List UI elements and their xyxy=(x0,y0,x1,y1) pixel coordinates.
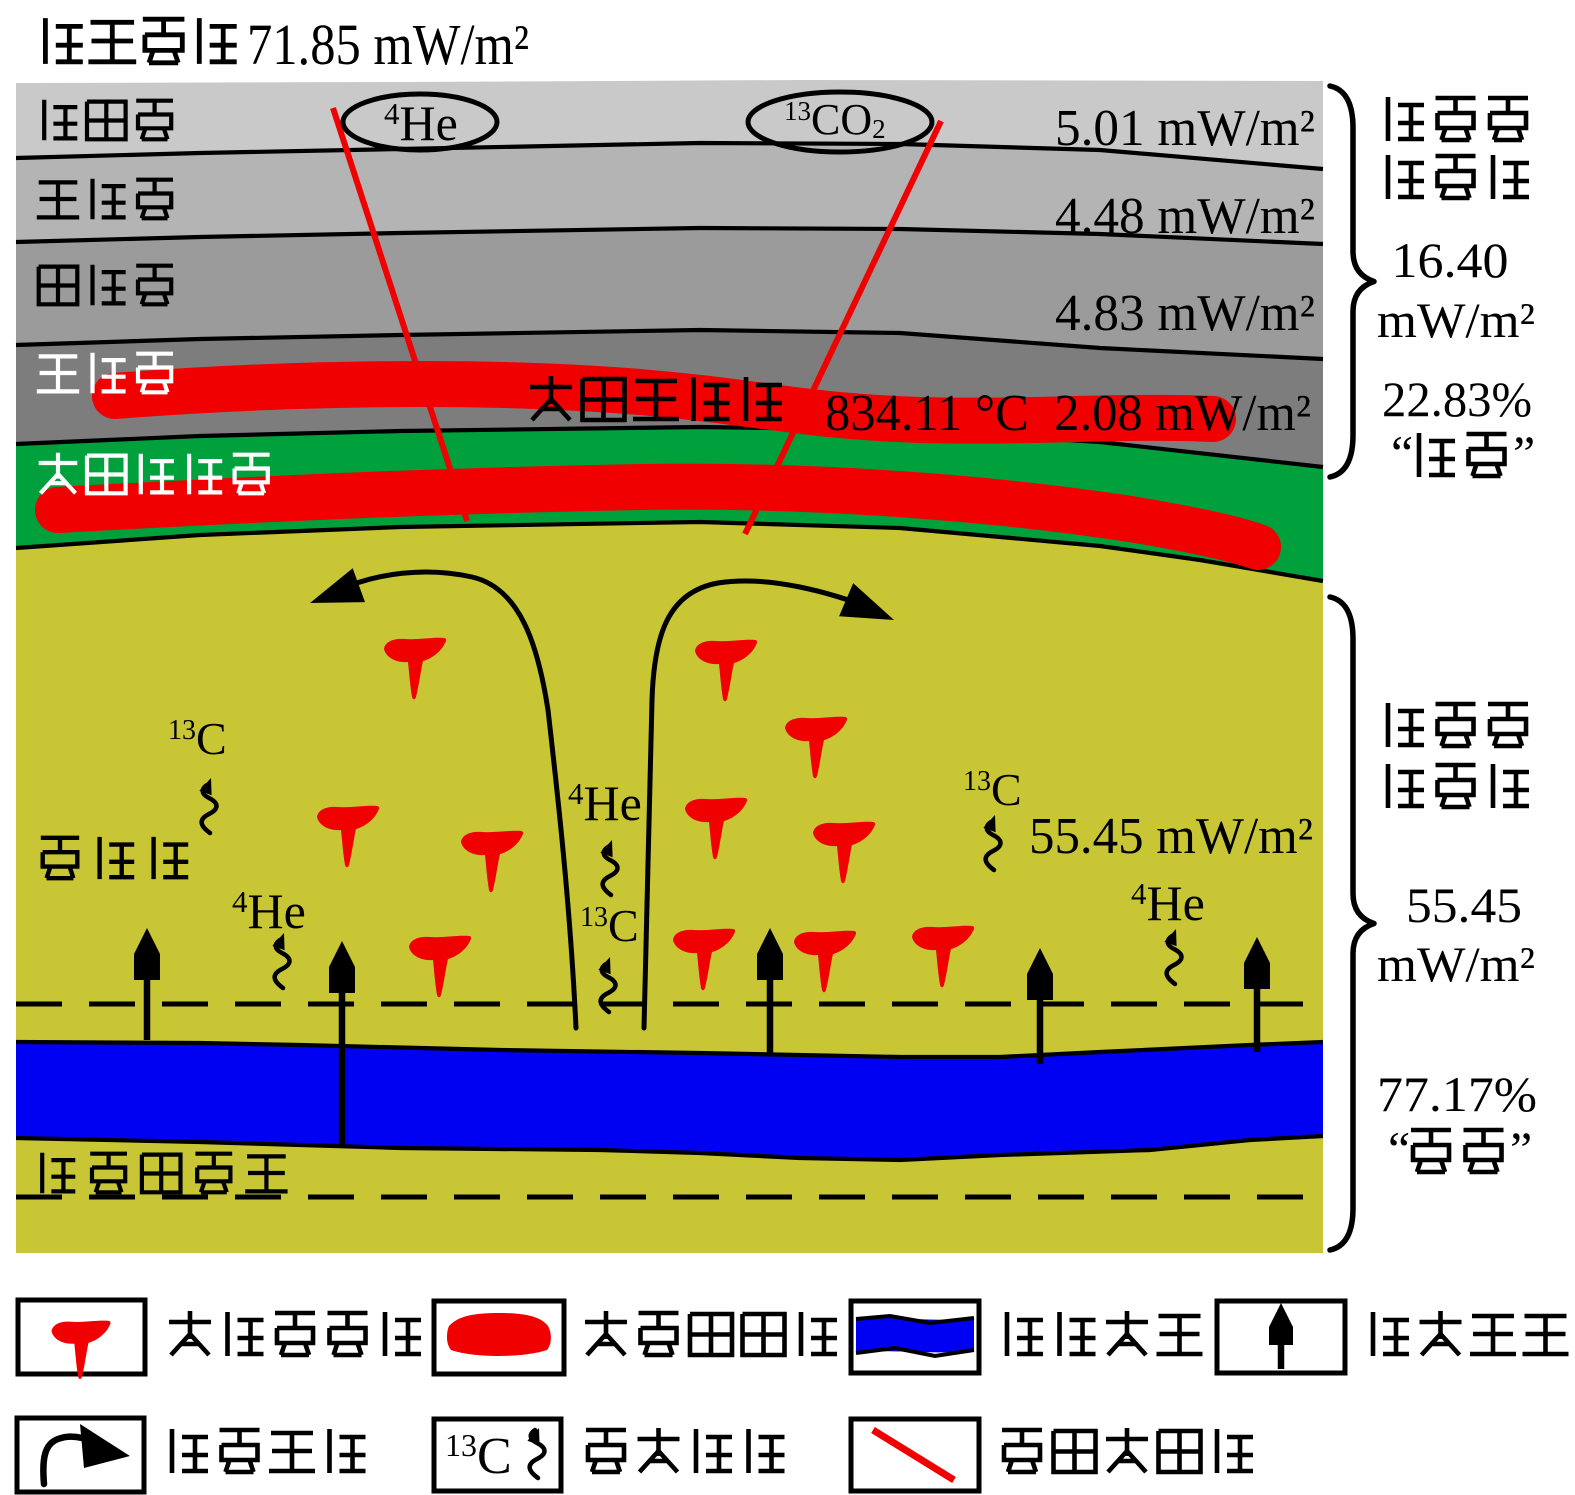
svg-text:4He: 4He xyxy=(568,775,642,831)
svg-text:”: ” xyxy=(1510,1121,1532,1177)
svg-text:55.45: 55.45 xyxy=(1406,877,1522,933)
svg-text:4He: 4He xyxy=(384,95,458,151)
svg-text:4He: 4He xyxy=(232,883,306,939)
svg-text:13C: 13C xyxy=(445,1427,512,1485)
svg-text:mW/m²: mW/m² xyxy=(1377,292,1535,348)
svg-text:55.45 mW/m²: 55.45 mW/m² xyxy=(1029,808,1313,865)
svg-text:22.83%: 22.83% xyxy=(1382,371,1532,427)
svg-text:4.83 mW/m²: 4.83 mW/m² xyxy=(1055,285,1315,342)
svg-text:13C: 13C xyxy=(580,900,639,951)
svg-text:13CO2: 13CO2 xyxy=(784,95,886,144)
svg-text:13C: 13C xyxy=(168,713,227,764)
svg-text:4.48 mW/m²: 4.48 mW/m² xyxy=(1055,188,1315,245)
svg-text:13C: 13C xyxy=(963,764,1022,815)
svg-text:mW/m²: mW/m² xyxy=(1377,936,1535,992)
svg-text:“: “ xyxy=(1388,1121,1410,1177)
svg-text:5.01 mW/m²: 5.01 mW/m² xyxy=(1055,100,1315,157)
svg-text:16.40: 16.40 xyxy=(1392,232,1509,288)
svg-text:834.11 °C 2.08 mW/m²: 834.11 °C 2.08 mW/m² xyxy=(825,385,1311,442)
svg-text:71.85 mW/m²: 71.85 mW/m² xyxy=(247,12,529,77)
svg-text:“: “ xyxy=(1391,425,1413,481)
svg-text:77.17%: 77.17% xyxy=(1377,1066,1537,1122)
svg-text:”: ” xyxy=(1513,425,1535,481)
svg-text:4He: 4He xyxy=(1131,875,1205,931)
